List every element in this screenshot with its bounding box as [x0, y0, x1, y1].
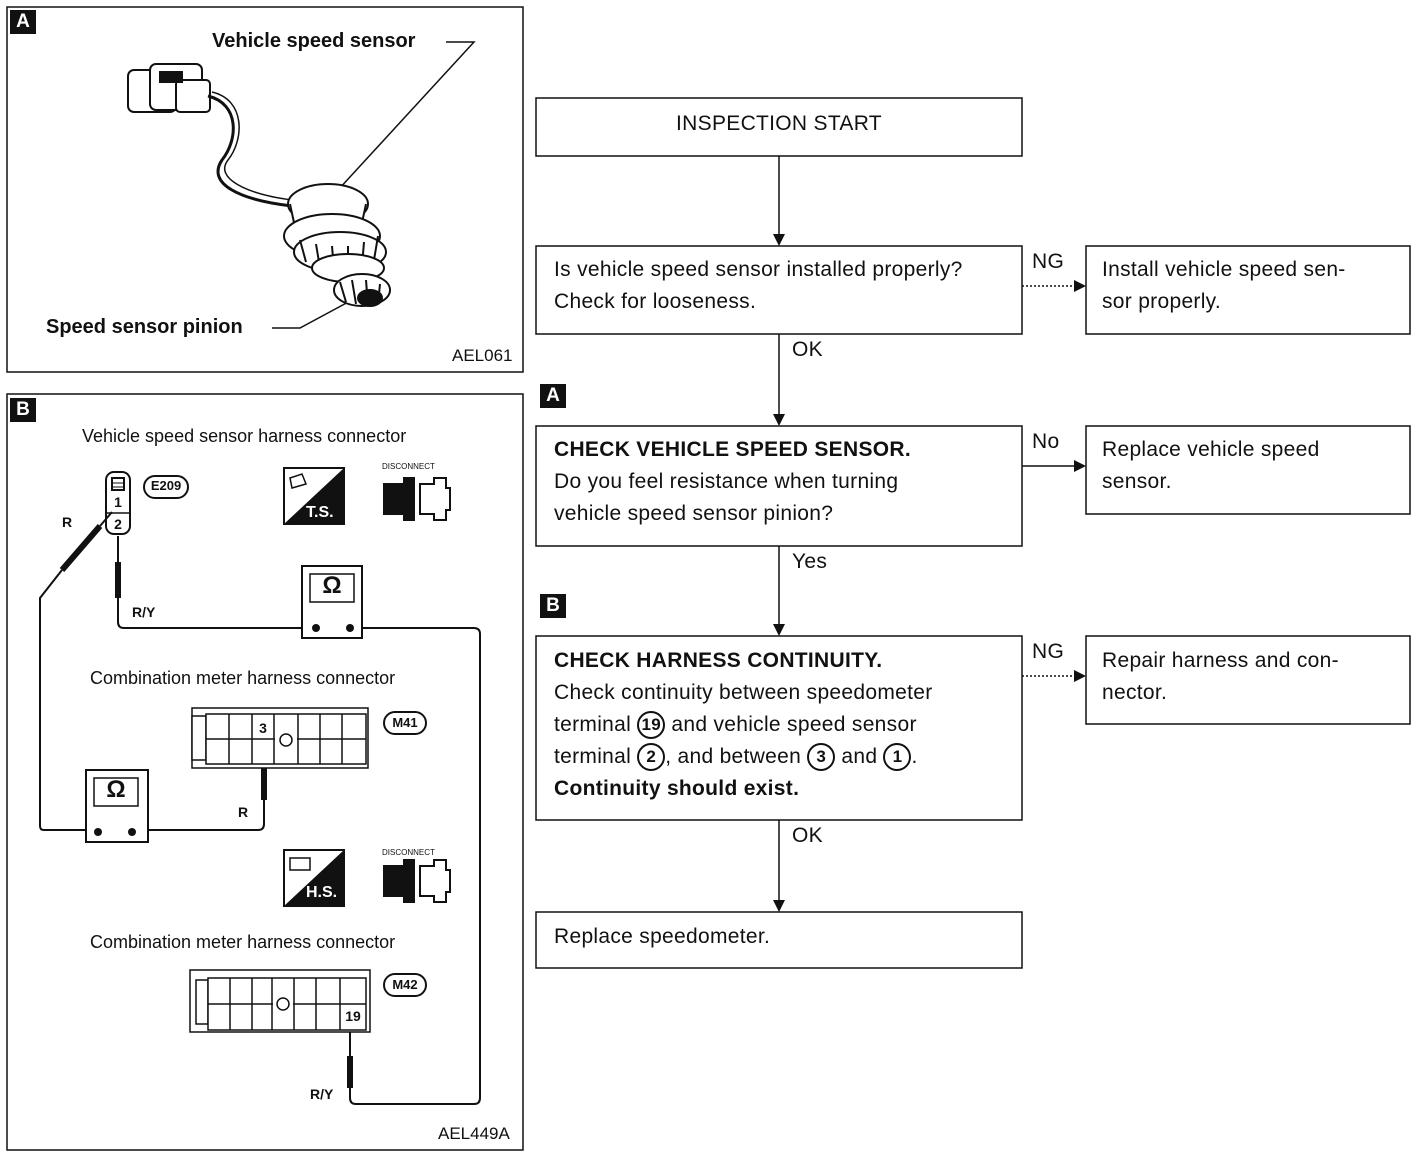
step1-ng-label: NG [1032, 250, 1065, 273]
ohmmeter-lower [85, 769, 149, 843]
wire-ry-upper [115, 536, 481, 1105]
ohm-symbol-lower: Ω [106, 776, 126, 803]
step3-ng-text: Repair harness and con- nector. [1102, 645, 1339, 709]
sensor-leader-line [337, 41, 476, 191]
hs-icon [283, 849, 345, 907]
flow-tag-b: B [540, 594, 566, 618]
panel-a-tag: A [10, 10, 36, 34]
m42-label: M42 [392, 977, 418, 992]
e209-label: E209 [150, 478, 182, 493]
m41-terminal-3: 3 [259, 720, 267, 736]
step3-line4: terminal 2, and between 3 and 1. [554, 741, 933, 773]
ohmmeter-upper [301, 565, 363, 639]
step2-box [535, 425, 1023, 547]
step3-line4d: . [911, 745, 918, 768]
speed-sensor-pinion-label: Speed sensor pinion [46, 316, 243, 338]
step3-line3a: terminal [554, 713, 632, 736]
step3-line3b: and vehicle speed sensor [671, 713, 917, 736]
step2-no-box [1085, 425, 1411, 515]
step1-ok-label: OK [792, 338, 823, 361]
panel-b-tag: B [10, 398, 36, 422]
m41-label: M41 [392, 715, 418, 730]
terminal-19-circle: 19 [637, 711, 666, 740]
wire-ry-lower-label: R/Y [310, 1086, 334, 1102]
step3-line4b: , and between [665, 745, 802, 768]
panel-b-code: AEL449A [438, 1124, 510, 1143]
panel-a-frame [6, 6, 524, 373]
terminal-2-circle: 2 [637, 743, 666, 772]
start-text: INSPECTION START [676, 112, 882, 135]
step2-line2: Do you feel resistance when turning [554, 470, 899, 493]
disconnect-icon [383, 477, 451, 521]
disconnect-label: DISCONNECT [382, 462, 435, 471]
wire-r-lower-label: R [238, 804, 249, 820]
ts-label: T.S. [306, 504, 334, 521]
step1-line1: Is vehicle speed sensor installed proper… [554, 258, 963, 281]
disconnect-label-2: DISCONNECT [382, 848, 435, 857]
step3-box [535, 635, 1023, 821]
step3-line4a: terminal [554, 745, 632, 768]
m41-badge [383, 711, 427, 735]
step3-ng-line2: nector. [1102, 681, 1168, 704]
step3-line5: Continuity should exist. [554, 777, 800, 800]
step2-title: CHECK VEHICLE SPEED SENSOR. [554, 438, 911, 461]
wire-r-upper [39, 511, 113, 831]
step2-no-label: No [1032, 430, 1060, 453]
step2-yes-label: Yes [792, 550, 828, 573]
step1-ng-box [1085, 245, 1411, 335]
ts-icon [283, 467, 345, 525]
final-text: Replace speedometer. [554, 925, 771, 948]
vss-connector-e209 [105, 471, 131, 535]
step3-ok-label: OK [792, 824, 823, 847]
step3-text: CHECK HARNESS CONTINUITY. Check continui… [554, 645, 933, 805]
flow-tag-a: A [540, 384, 566, 408]
step2-no-line2: sensor. [1102, 470, 1172, 493]
step3-line3: terminal 19 and vehicle speed sensor [554, 709, 933, 741]
m41-title: Combination meter harness connector [90, 668, 396, 688]
m41-connector [191, 707, 369, 769]
terminal-3-circle: 3 [807, 743, 836, 772]
pinion-leader-line [272, 299, 353, 329]
start-box [535, 97, 1023, 157]
step3-title: CHECK HARNESS CONTINUITY. [554, 649, 883, 672]
step1-text: Is vehicle speed sensor installed proper… [554, 254, 963, 318]
step3-ng-label: NG [1032, 640, 1065, 663]
step1-line2: Check for looseness. [554, 290, 757, 313]
e209-badge [143, 475, 189, 499]
step3-line2: Check continuity between speedometer [554, 681, 933, 704]
wire-ry-label: R/Y [132, 604, 156, 620]
step3-line4c: and [841, 745, 878, 768]
speed-sensor-illustration [127, 63, 391, 307]
final-box [535, 911, 1023, 969]
step2-text: CHECK VEHICLE SPEED SENSOR. Do you feel … [554, 434, 911, 530]
m42-connector [189, 969, 371, 1033]
vss-terminal-2: 2 [114, 516, 122, 532]
disconnect-icon-2 [383, 859, 451, 903]
wire-r-label: R [62, 514, 73, 530]
ohm-symbol: Ω [322, 572, 342, 599]
step3-ng-box [1085, 635, 1411, 725]
vss-connector-title: Vehicle speed sensor harness connector [82, 426, 407, 446]
step1-ng-line2: sor properly. [1102, 290, 1222, 313]
vss-terminal-1: 1 [114, 494, 122, 510]
terminal-1-circle: 1 [883, 743, 912, 772]
step2-no-line1: Replace vehicle speed [1102, 438, 1320, 461]
hs-label: H.S. [306, 884, 338, 901]
step1-ng-line1: Install vehicle speed sen- [1102, 258, 1346, 281]
panel-b-frame [6, 393, 524, 1151]
m42-title: Combination meter harness connector [90, 932, 396, 952]
step2-no-text: Replace vehicle speed sensor. [1102, 434, 1320, 498]
step2-line3: vehicle speed sensor pinion? [554, 502, 834, 525]
m42-badge [383, 973, 427, 997]
panel-a-code: AEL061 [452, 346, 513, 365]
m42-terminal-19: 19 [345, 1008, 361, 1024]
vehicle-speed-sensor-label: Vehicle speed sensor [212, 30, 416, 52]
step3-ng-line1: Repair harness and con- [1102, 649, 1339, 672]
step1-ng-text: Install vehicle speed sen- sor properly. [1102, 254, 1346, 318]
